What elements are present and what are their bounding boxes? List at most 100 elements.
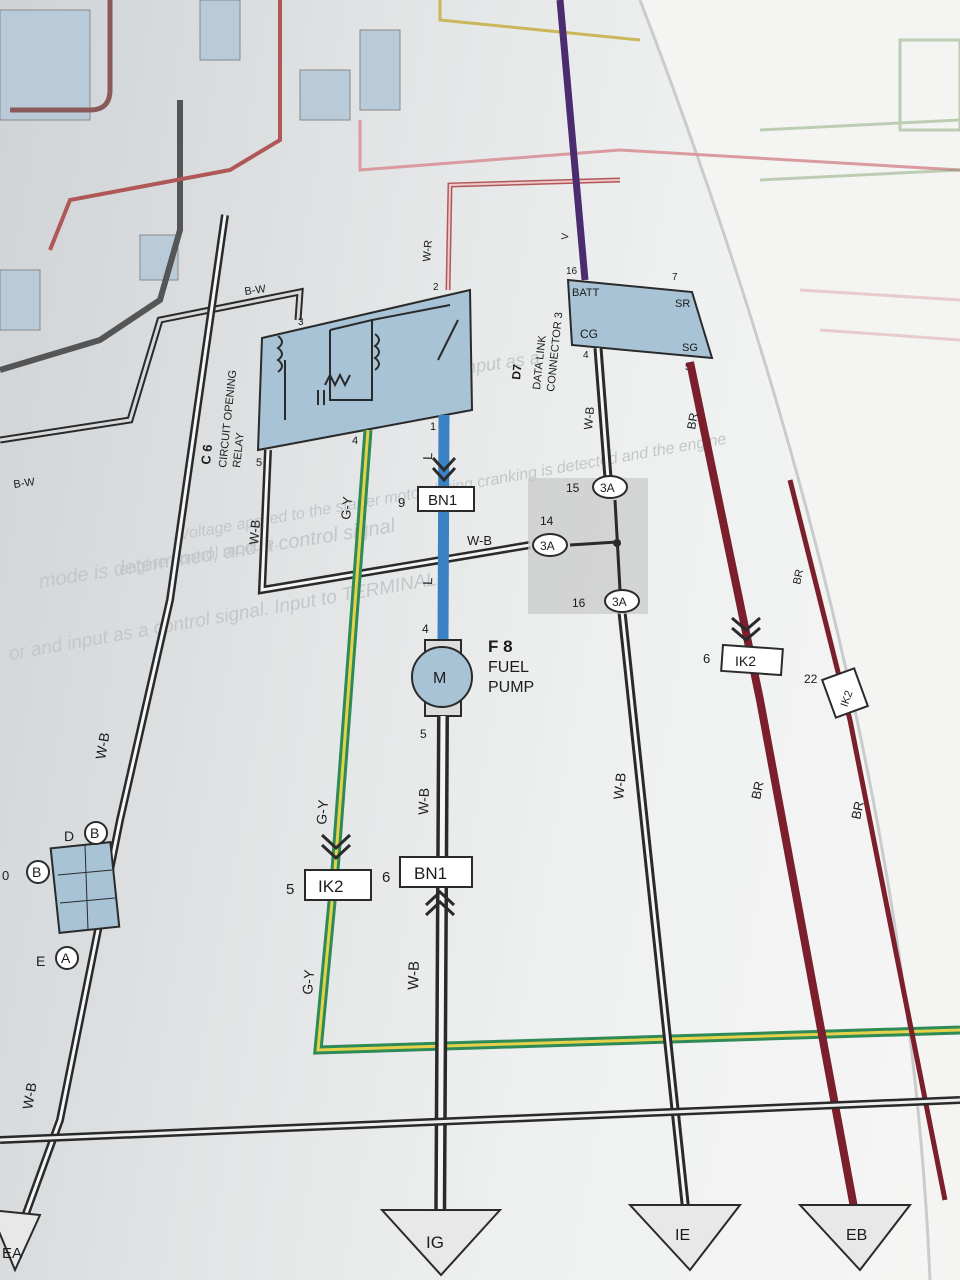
wire-upper-diagonal bbox=[0, 100, 183, 373]
wire-label-wb-dlc: W-B bbox=[581, 406, 597, 430]
relay-capacitor bbox=[317, 390, 325, 405]
ik2-left-label: IK2 bbox=[318, 877, 344, 896]
wire-label-gy-2: G-Y bbox=[313, 798, 331, 825]
wire-label-br-3: BR bbox=[848, 800, 866, 821]
relay-pin-4: 4 bbox=[352, 435, 358, 447]
pin-circle-a bbox=[55, 946, 79, 970]
pump-symbol: M bbox=[433, 670, 446, 687]
bn1-top-pin: 9 bbox=[398, 495, 405, 510]
ground-ie-label: IE bbox=[675, 1227, 690, 1244]
pump-motor bbox=[411, 646, 473, 708]
wire-label-br-4: BR bbox=[791, 568, 806, 585]
dlc-name: DATA LINK bbox=[531, 334, 549, 390]
ik2-right-label: IK2 bbox=[735, 653, 756, 669]
pin-e-label: E bbox=[36, 953, 45, 969]
junction-bottom-oval bbox=[604, 589, 640, 613]
ik2-left-pin: 5 bbox=[286, 881, 294, 898]
fuel-pump: M 4 5 F 8 FUEL PUMP bbox=[411, 622, 534, 741]
junction-left-pin: 14 bbox=[540, 514, 554, 528]
relay-body bbox=[256, 288, 474, 452]
bn1-bottom-label: BN1 bbox=[414, 864, 447, 883]
junction-left-oval bbox=[532, 533, 568, 557]
ground-ea bbox=[0, 1209, 42, 1273]
wire-label-wb-pump-2: W-B bbox=[405, 961, 423, 990]
wire-v bbox=[556, 0, 589, 281]
data-link-connector: BATT SR CG SG 16 4 5 7 D7 DATA LINK CONN… bbox=[509, 266, 714, 392]
wire-label-br-2: BR bbox=[748, 780, 766, 801]
wire-label-bw: B-W bbox=[244, 283, 267, 298]
right-page bbox=[640, 0, 960, 1280]
pump-pin-top: 4 bbox=[422, 622, 429, 636]
wire-w-r bbox=[445, 177, 621, 291]
ground-ea-label: EA bbox=[2, 1245, 22, 1262]
wire-label-wb-left: W-B bbox=[92, 731, 112, 760]
component-relay-small-2 bbox=[359, 29, 401, 111]
wire-label-v: V bbox=[560, 232, 572, 240]
component-relay-small bbox=[299, 69, 351, 121]
pin-circle-side-b bbox=[26, 860, 50, 884]
wire-upper-red bbox=[48, 0, 282, 251]
relay-name-2: RELAY bbox=[231, 431, 247, 468]
ground-ig bbox=[379, 1209, 503, 1277]
wire-label-wb-relay: W-B bbox=[246, 519, 263, 545]
dlc-body bbox=[566, 278, 714, 360]
junction-bottom-pin: 16 bbox=[572, 596, 586, 610]
dlc-pin-4: 4 bbox=[583, 350, 589, 361]
wire-yellow-top bbox=[438, 0, 641, 42]
pin-a-label: A bbox=[61, 950, 71, 966]
dlc-sg: SG bbox=[682, 342, 698, 354]
dlc-cg: CG bbox=[580, 327, 598, 341]
upper-components bbox=[0, 0, 960, 373]
circuit-opening-relay: 3 2 1 4 5 C 6 CIRCUIT OPENING RELAY bbox=[198, 282, 474, 469]
junction-top-label: 3A bbox=[600, 481, 615, 495]
pin-side-number: 0 bbox=[2, 868, 9, 883]
junction-top-pin: 15 bbox=[566, 481, 580, 495]
relay-coil-2 bbox=[373, 333, 380, 371]
wire-label-wb-dlc-2: W-B bbox=[610, 772, 629, 800]
dlc-batt: BATT bbox=[572, 287, 600, 299]
dlc-pin-16: 16 bbox=[566, 266, 578, 277]
ground-symbols: EA IG IE EB bbox=[0, 1204, 913, 1277]
wire-label-wb-pump: W-B bbox=[415, 788, 432, 816]
pin-b-label: B bbox=[90, 825, 99, 841]
relay-pin-5: 5 bbox=[256, 457, 262, 469]
junction-top-oval bbox=[592, 475, 628, 499]
relay-code: C 6 bbox=[198, 444, 215, 466]
wire-w-b-left bbox=[16, 214, 229, 1232]
wire-br-2 bbox=[787, 479, 948, 1201]
dlc-code: D7 bbox=[509, 363, 525, 380]
connector-ik2-left: IK2 5 bbox=[286, 833, 372, 901]
wire-label-gy-1: G-Y bbox=[338, 496, 355, 521]
pin-circle-b bbox=[84, 821, 108, 845]
ik2-far-box bbox=[820, 667, 870, 719]
relay-pin-1: 1 bbox=[430, 421, 436, 433]
ik2-right-pin: 6 bbox=[703, 651, 710, 666]
relay-resistor bbox=[324, 372, 351, 388]
component-top-left bbox=[0, 9, 91, 121]
ground-ig-label: IG bbox=[426, 1233, 444, 1252]
wire-label-wb-left-2: W-B bbox=[19, 1081, 39, 1110]
bn1-bottom-box bbox=[399, 856, 473, 888]
wire-br-1 bbox=[686, 361, 864, 1241]
wire-pink-top bbox=[358, 120, 960, 172]
pump-code: F 8 bbox=[488, 637, 513, 656]
wire-label-br-1: BR bbox=[684, 411, 701, 430]
wire-label-wr: W-R bbox=[421, 239, 435, 262]
wire-l-blue bbox=[437, 414, 450, 641]
ik2-right-box bbox=[720, 643, 784, 677]
ground-eb bbox=[797, 1204, 913, 1272]
pin-d-label: D bbox=[64, 828, 74, 844]
relay-pin-2: 2 bbox=[433, 282, 439, 293]
wire-b-w bbox=[0, 287, 304, 444]
wire-label-l-1: L bbox=[420, 452, 435, 460]
wire-label-gy-3: G-Y bbox=[299, 968, 317, 995]
pin-side-b-label: B bbox=[32, 864, 41, 880]
wire-label-l-2: L bbox=[420, 577, 435, 585]
junction-block-body bbox=[49, 841, 121, 935]
junction-3a: 3A 15 3A 14 3A 16 bbox=[528, 475, 648, 614]
pump-name-2: PUMP bbox=[488, 679, 534, 696]
junction-bottom-label: 3A bbox=[612, 595, 627, 609]
dlc-sr: SR bbox=[675, 298, 690, 310]
pump-name: FUEL bbox=[488, 659, 529, 676]
